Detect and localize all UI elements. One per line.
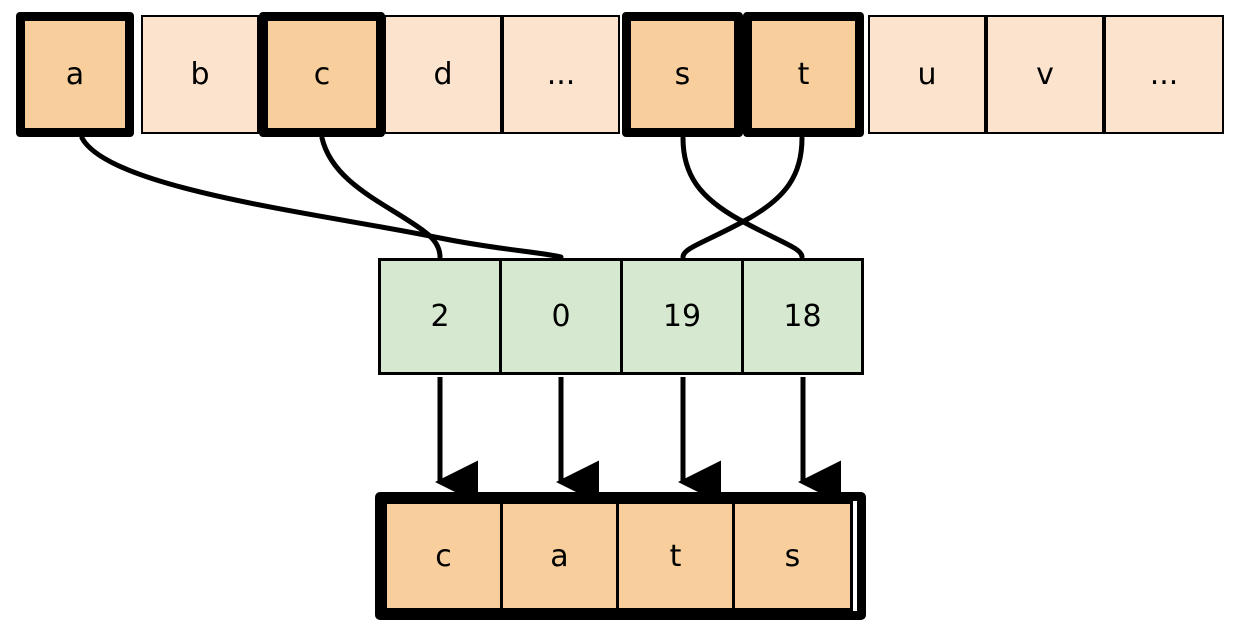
alphabet-cell-label: s xyxy=(674,56,691,92)
index-cell-label: 0 xyxy=(551,299,571,334)
alphabet-cell-d[interactable]: d xyxy=(384,15,502,134)
alphabet-cell-u[interactable]: u xyxy=(868,15,986,134)
index-cell-label: 19 xyxy=(662,299,702,334)
link-s-to-index-18 xyxy=(680,135,805,260)
alphabet-cell-t[interactable]: t xyxy=(743,12,864,137)
alphabet-cell-ellipsis-2[interactable]: ... xyxy=(1104,15,1224,134)
alphabet-cell-b[interactable]: b xyxy=(141,15,259,134)
alphabet-cell-label: t xyxy=(797,56,810,92)
index-cell-2[interactable]: 19 xyxy=(620,258,744,375)
alphabet-cell-s[interactable]: s xyxy=(622,12,743,137)
output-row: c a t s xyxy=(375,492,866,620)
output-cell-label: s xyxy=(784,538,801,574)
output-cell-0[interactable]: c xyxy=(384,501,503,611)
alphabet-cell-label: b xyxy=(190,56,210,92)
link-a-to-index-0 xyxy=(79,135,564,260)
alphabet-cell-label: ... xyxy=(1149,56,1179,92)
index-cell-3[interactable]: 18 xyxy=(741,258,864,375)
output-cell-label: c xyxy=(435,538,452,574)
alphabet-cell-ellipsis-1[interactable]: ... xyxy=(502,15,620,134)
output-cell-label: t xyxy=(669,538,682,574)
index-cell-1[interactable]: 0 xyxy=(499,258,623,375)
output-cell-label: a xyxy=(550,538,569,574)
index-cell-0[interactable]: 2 xyxy=(378,258,502,375)
alphabet-cell-label: u xyxy=(917,56,937,92)
alphabet-cell-v[interactable]: v xyxy=(986,15,1104,134)
output-cell-3[interactable]: s xyxy=(732,501,853,611)
alphabet-cell-label: c xyxy=(313,56,331,92)
alphabet-cell-a[interactable]: a xyxy=(16,12,134,137)
link-t-to-index-19 xyxy=(680,135,805,260)
alphabet-cell-c[interactable]: c xyxy=(259,12,385,137)
alphabet-cell-label: d xyxy=(433,56,453,92)
output-cell-1[interactable]: a xyxy=(500,501,619,611)
alphabet-cell-label: ... xyxy=(546,56,576,92)
link-c-to-index-2 xyxy=(319,135,443,260)
index-cell-label: 2 xyxy=(430,299,450,334)
alphabet-cell-label: a xyxy=(65,56,85,92)
index-cell-label: 18 xyxy=(783,299,822,334)
alphabet-cell-label: v xyxy=(1036,56,1054,92)
output-cell-2[interactable]: t xyxy=(616,501,735,611)
